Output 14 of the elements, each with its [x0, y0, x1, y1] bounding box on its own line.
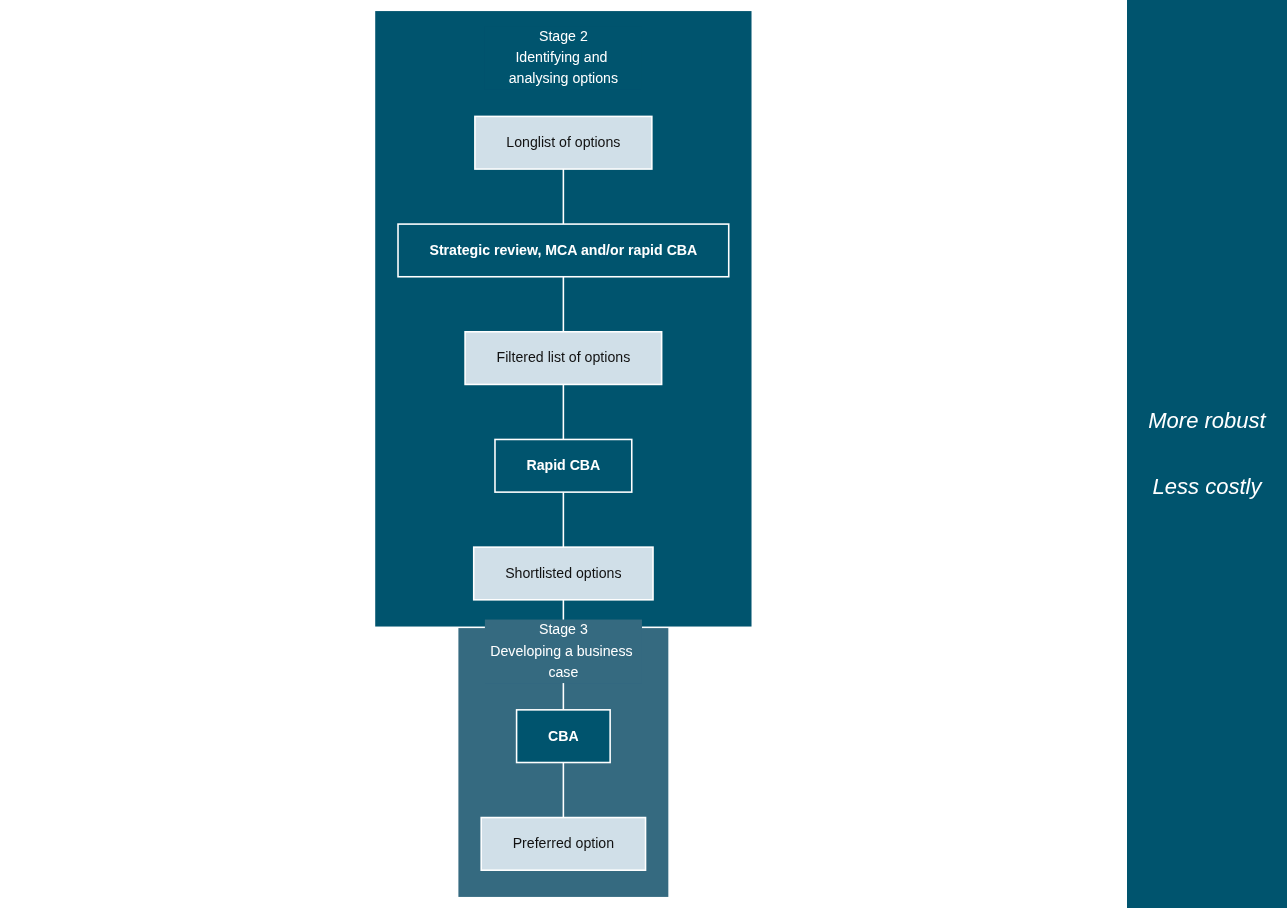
node-box: Filtered list of options	[464, 331, 663, 386]
axis-label: Less costly	[1152, 474, 1262, 500]
axis-label: More robust	[1148, 408, 1266, 434]
node-box: Preferred option	[480, 816, 647, 871]
connector	[562, 383, 565, 441]
node-box: Rapid CBA	[494, 438, 633, 493]
node-box: Longlist of options	[474, 115, 653, 170]
connector	[562, 275, 565, 333]
connector	[562, 761, 565, 819]
node-box: Shortlisted options	[473, 546, 654, 601]
node-box: Strategic review, MCA and/or rapid CBA	[397, 223, 730, 278]
node-box: CBA	[515, 709, 612, 764]
connector	[562, 491, 565, 548]
connector	[562, 168, 565, 225]
